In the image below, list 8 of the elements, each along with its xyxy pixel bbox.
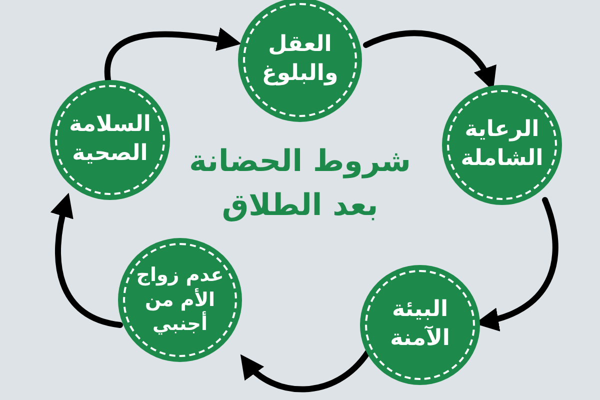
curved-arrow xyxy=(104,28,242,83)
curved-arrow xyxy=(240,349,371,392)
condition-text: البيئة الآمنة xyxy=(389,296,451,353)
condition-text: السلامة الصحية xyxy=(68,111,152,168)
condition-text: عدم زواج الأم من أجنبي xyxy=(135,262,225,338)
condition-text: الرعاية الشاملة xyxy=(460,116,544,173)
diagram-title: شروط الحضانة بعد الطلاق xyxy=(188,143,412,224)
condition-text: العقل والبلوغ xyxy=(260,31,340,88)
